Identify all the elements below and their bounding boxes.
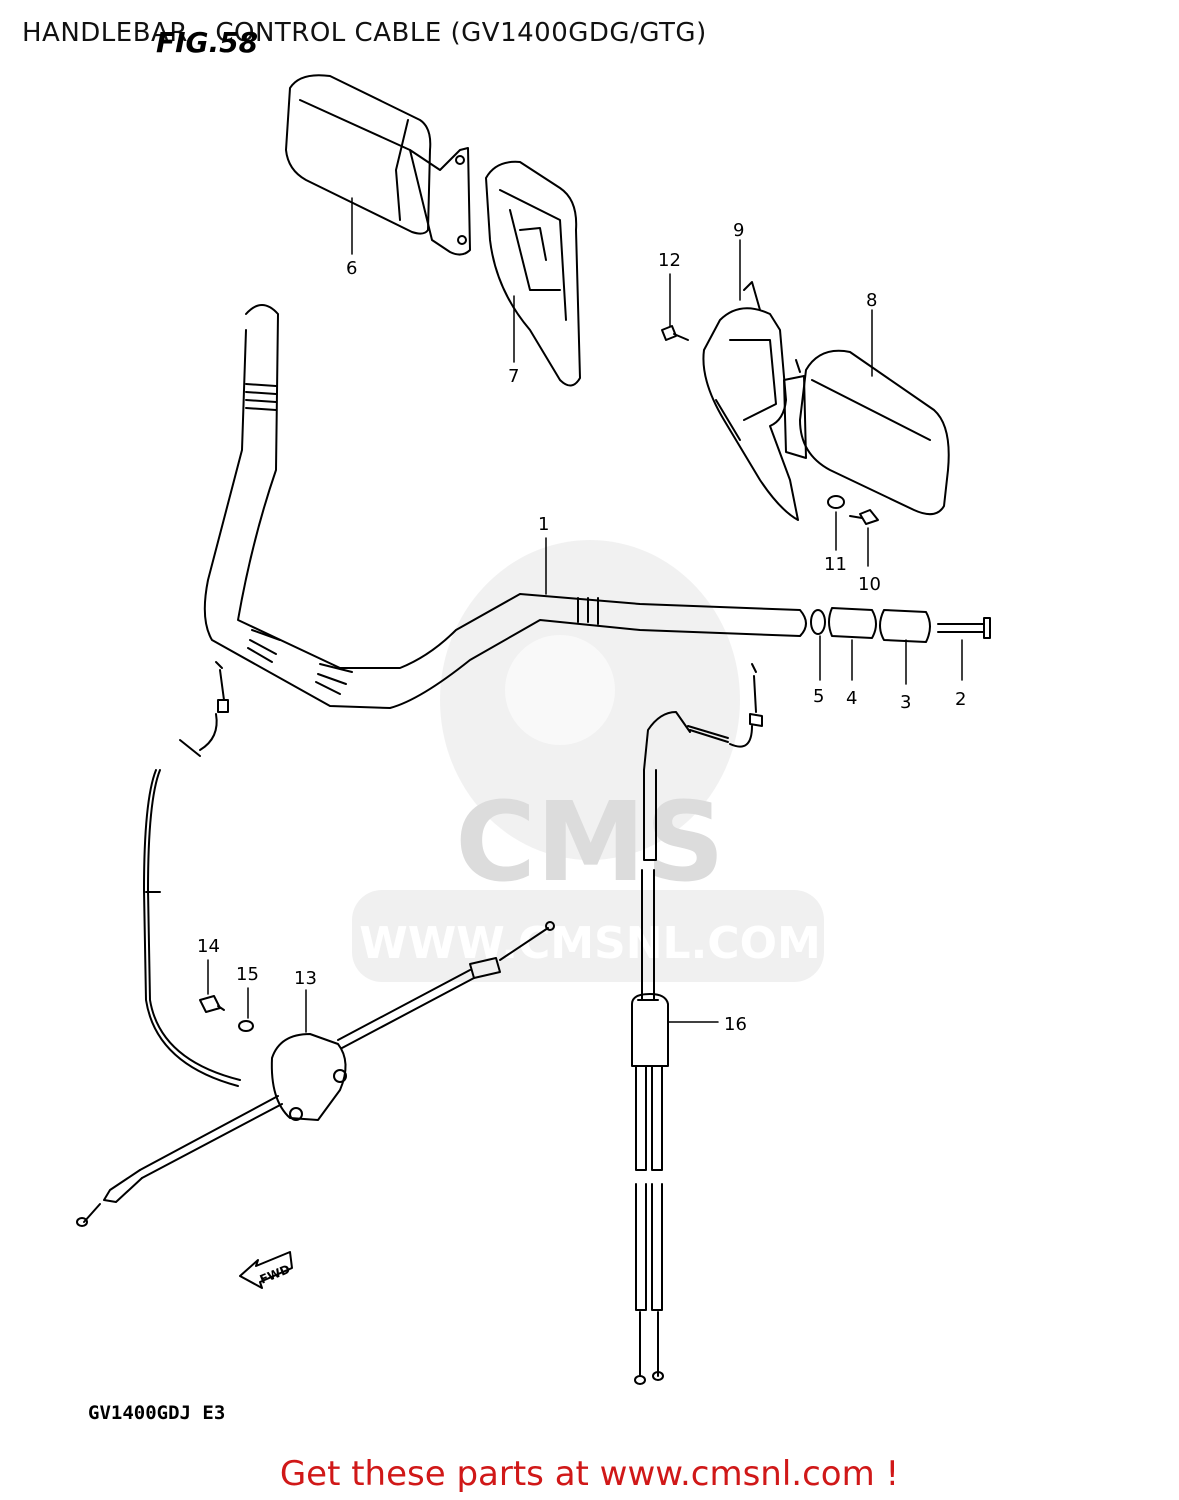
callout-9: 9 <box>733 220 744 241</box>
callout-4: 4 <box>846 688 857 709</box>
callout-6: 6 <box>346 258 357 279</box>
part-9-lever-holder-right <box>702 281 799 521</box>
callout-3: 3 <box>900 692 911 713</box>
callout-5: 5 <box>813 686 824 707</box>
part-11-washer <box>827 495 845 509</box>
leader-lines <box>207 197 963 1033</box>
part-13-switch-housing <box>76 921 555 1227</box>
callout-2: 2 <box>955 689 966 710</box>
watermark-logo: CMS <box>455 778 724 906</box>
callouts: 1 2 3 4 5 6 7 8 9 10 11 12 13 14 15 16 <box>197 220 966 1035</box>
part-14-nut <box>199 995 225 1013</box>
part-3-bar-end-weight <box>879 609 931 643</box>
part-15-washer <box>238 1020 254 1032</box>
watermark-url: WWW.CMSNL.COM <box>359 918 821 969</box>
callout-12: 12 <box>658 250 681 271</box>
callout-13: 13 <box>294 968 317 989</box>
callout-10: 10 <box>858 574 881 595</box>
figure-label: FIG.58 <box>156 26 259 59</box>
part-8-mirror-right <box>783 349 950 516</box>
part-1-handlebar <box>203 304 807 709</box>
part-7-lever-holder-left <box>485 160 581 387</box>
callout-14: 14 <box>197 936 220 957</box>
model-code: GV1400GDJ E3 <box>88 1402 226 1424</box>
right-throttle-cable <box>637 663 763 1001</box>
footer-parts-link[interactable]: Get these parts at www.cmsnl.com ! <box>279 1454 900 1494</box>
part-5-washer <box>810 609 826 635</box>
page-title: HANDLEBAR - CONTROL CABLE (GV1400GDG/GTG… <box>22 18 707 48</box>
callout-16: 16 <box>724 1014 747 1035</box>
part-6-mirror-left <box>285 74 471 256</box>
callout-8: 8 <box>866 290 877 311</box>
part-16-cable-junction <box>631 993 669 1385</box>
callout-11: 11 <box>824 554 847 575</box>
part-12-screw <box>661 325 689 341</box>
part-4-spacer <box>828 607 877 639</box>
callout-15: 15 <box>236 964 259 985</box>
fwd-arrow-icon <box>239 1251 293 1289</box>
watermark: CMS WWW.CMSNL.COM <box>352 540 824 982</box>
callout-1: 1 <box>538 514 549 535</box>
part-10-screw <box>849 509 879 525</box>
part-2-bolt <box>937 617 991 639</box>
callout-7: 7 <box>508 366 519 387</box>
left-cable <box>143 661 241 1087</box>
